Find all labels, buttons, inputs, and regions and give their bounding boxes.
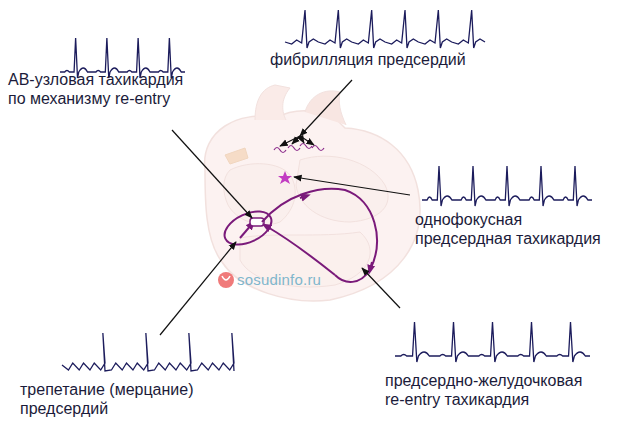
rhythm-label: фибрилляция предсердий [270, 50, 466, 69]
watermark: sosudinfo.ru [237, 271, 321, 288]
ecg-trace [285, 10, 485, 48]
ecg-trace [62, 333, 234, 371]
rhythm-label: предсердно-желудочковая re-entry тахикар… [385, 371, 603, 409]
ecg-trace [395, 322, 590, 362]
rhythm-label: АВ-узловая тахикардия по механизму re-en… [8, 70, 200, 108]
rhythm-label: трепетание (мерцание) предсердий [20, 380, 225, 418]
ecg-trace [422, 166, 592, 206]
rhythm-label: однофокусная предсердная тахикардия [415, 210, 615, 248]
